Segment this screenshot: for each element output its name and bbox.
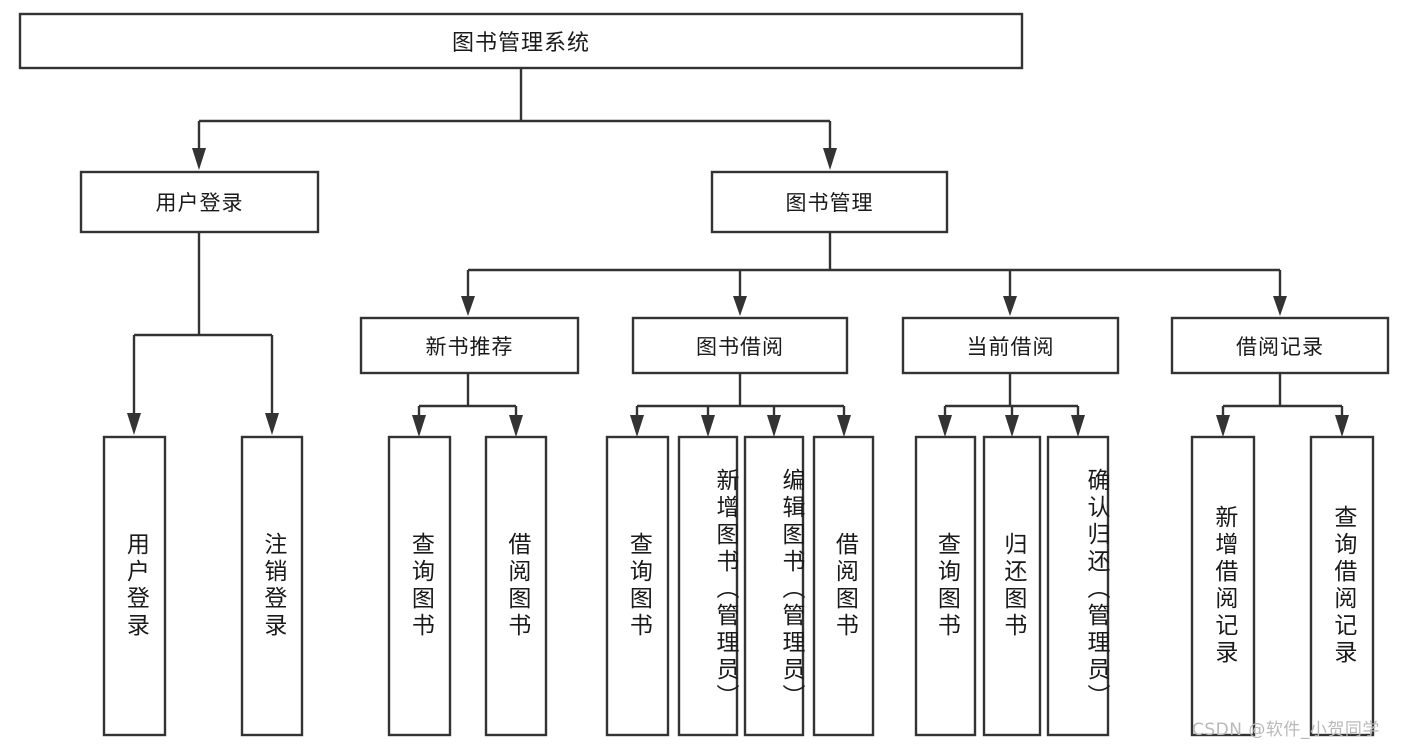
leaf-box-current-borrow-1[interactable] xyxy=(914,435,977,737)
leaf-box-new-book-1[interactable] xyxy=(387,435,452,737)
node-box-book-management[interactable] xyxy=(710,170,949,234)
arrowhead-book-borrow-leaf-1 xyxy=(630,415,644,437)
arrowhead-borrow-record-leaf-1 xyxy=(1216,415,1230,437)
node-box-borrow-record[interactable] xyxy=(1170,316,1390,375)
leaf-box-current-borrow-2[interactable] xyxy=(982,435,1042,737)
arrowhead-book-mgmt-child-3 xyxy=(1003,296,1017,316)
arrowhead-root-to-user-login xyxy=(192,148,206,170)
arrowhead-current-borrow-leaf-3 xyxy=(1071,415,1085,437)
node-box-root[interactable] xyxy=(18,12,1024,70)
node-box-new-book-recommend[interactable] xyxy=(359,316,580,375)
csdn-watermark: CSDN @软件_小贺同学 xyxy=(1192,720,1380,740)
arrowhead-book-mgmt-child-2 xyxy=(733,296,747,316)
arrowhead-current-borrow-leaf-1 xyxy=(938,415,952,437)
leaf-box-user-login-2[interactable] xyxy=(240,435,304,737)
arrowhead-current-borrow-leaf-2 xyxy=(1005,415,1019,437)
leaf-box-borrow-record-2[interactable] xyxy=(1309,435,1375,737)
arrowhead-book-borrow-leaf-4 xyxy=(837,415,851,437)
leaf-box-new-book-2[interactable] xyxy=(484,435,548,737)
arrowhead-root-to-book-mgmt xyxy=(823,148,837,170)
leaf-box-book-borrow-3[interactable] xyxy=(743,435,805,737)
node-box-current-borrow[interactable] xyxy=(901,316,1120,375)
arrowhead-new-book-leaf-2 xyxy=(509,415,523,437)
node-box-user-login[interactable] xyxy=(79,170,320,234)
arrowhead-book-mgmt-child-4 xyxy=(1273,296,1287,316)
node-box-book-borrow[interactable] xyxy=(631,316,849,375)
leaf-box-user-login-1[interactable] xyxy=(102,435,167,737)
arrowhead-book-mgmt-child-1 xyxy=(461,296,475,316)
leaf-box-book-borrow-1[interactable] xyxy=(605,435,670,737)
leaf-box-book-borrow-4[interactable] xyxy=(812,435,875,737)
arrowhead-user-login-leaf-1 xyxy=(127,413,141,435)
leaf-box-borrow-record-1[interactable] xyxy=(1190,435,1256,737)
arrowhead-new-book-leaf-1 xyxy=(412,415,426,437)
arrowhead-book-borrow-leaf-2 xyxy=(701,415,715,437)
leaf-box-book-borrow-2[interactable] xyxy=(677,435,739,737)
leaf-box-current-borrow-3[interactable] xyxy=(1046,435,1110,737)
arrowhead-borrow-record-leaf-2 xyxy=(1335,415,1349,437)
arrowhead-book-borrow-leaf-3 xyxy=(767,415,781,437)
arrowhead-user-login-leaf-2 xyxy=(265,413,279,435)
